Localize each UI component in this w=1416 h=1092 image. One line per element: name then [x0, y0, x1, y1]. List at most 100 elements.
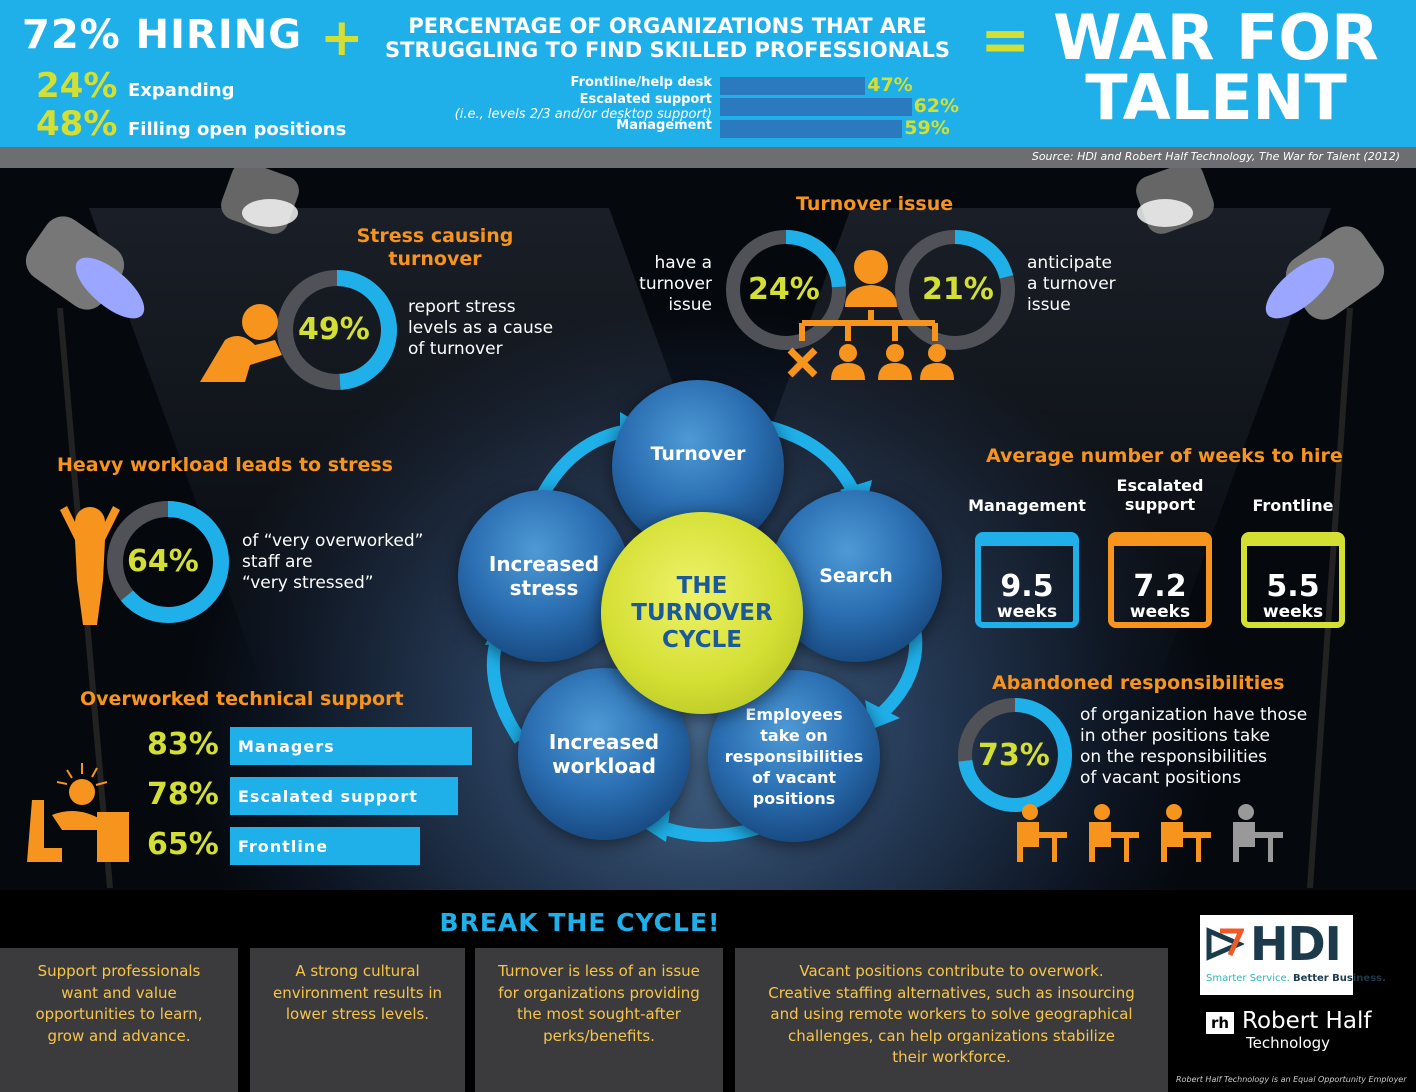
expanding-pct: 24%: [36, 66, 118, 106]
weeks-unit: weeks: [1129, 602, 1191, 622]
overworked-pct: 83%: [147, 727, 219, 762]
desc-line: report stress: [408, 297, 516, 317]
line: of vacant: [751, 767, 837, 787]
overwhelmed-person-icon: [60, 506, 120, 625]
tip-line: and using remote workers to solve geogra…: [770, 1005, 1133, 1023]
hdi-wordmark: HDI: [1250, 917, 1342, 971]
weeks-label: Frontline: [1252, 496, 1334, 515]
tip-line: environment results in: [273, 983, 442, 1002]
top-bar-value: 62%: [913, 95, 960, 117]
desc-line: on the responsibilities: [1080, 747, 1268, 767]
equals-sign: =: [980, 5, 1031, 75]
desc-line: of “very overworked”: [242, 531, 424, 551]
overworked-pct: 65%: [147, 827, 219, 862]
filling-label: Filling open positions: [128, 119, 347, 140]
line: TURNOVER: [631, 599, 773, 626]
tip-line: for organizations providing: [498, 983, 700, 1002]
tip-line: Support professionals: [37, 962, 201, 980]
spotlights: [25, 168, 1385, 888]
line: CYCLE: [662, 626, 742, 653]
line: Increased: [548, 730, 660, 754]
tip-box: Vacant positions contribute to overwork.…: [735, 948, 1168, 1092]
overworked-pct: 78%: [147, 777, 219, 812]
weeks-value: 9.5: [1000, 569, 1054, 604]
overworked-bar: Escalated support: [230, 777, 458, 815]
top-bar: [720, 98, 912, 116]
filling-pct: 48%: [36, 104, 118, 144]
desc-line: of organization have those: [1080, 705, 1308, 725]
worker-icon: [1089, 804, 1139, 862]
weeks-value: 7.2: [1133, 569, 1187, 604]
top-bar-value: 59%: [904, 117, 950, 139]
tip-line: want and value: [61, 983, 177, 1002]
desc-line: issue: [1027, 295, 1071, 315]
hdi-logo: HDI Smarter Service. Better Business.: [1200, 915, 1386, 995]
tip-line: Creative staffing alternatives, such as …: [768, 983, 1135, 1002]
workload-desc: of “very overworked”staff are“very stres…: [242, 531, 423, 594]
top-bar: [720, 77, 866, 95]
tip-line: lower stress levels.: [285, 1005, 430, 1023]
stress-donut-arc: [277, 270, 397, 390]
tip-line: challenges, can help organizations stabi…: [788, 1026, 1115, 1045]
desc-line: turnover: [639, 274, 712, 294]
tip-line: Turnover is less of an issue: [498, 962, 700, 980]
tip-line: A strong cultural: [295, 962, 420, 980]
bar-label: Management: [616, 118, 712, 133]
desc-line: anticipate: [1027, 253, 1112, 273]
tip-line: their workforce.: [892, 1048, 1011, 1066]
tip-box: A strong cultural environment results in l…: [250, 948, 465, 1092]
overworked-bar: Managers: [230, 727, 473, 765]
overworked-bar: Frontline: [230, 827, 420, 865]
top-bar-label: Frontline/help desk: [571, 75, 712, 90]
line: positions: [752, 788, 836, 808]
line: workload: [552, 754, 656, 778]
top-bar-label: Escalated support(i.e., levels 2/3 and/o…: [455, 92, 712, 122]
worker-icon: [1017, 804, 1067, 862]
line: Increased: [488, 552, 600, 576]
break-cycle-title: BREAK THE CYCLE!: [439, 908, 721, 937]
desc-line: of vacant positions: [1080, 768, 1242, 788]
struggle-title-line: PERCENTAGE OF ORGANIZATIONS THAT ARE: [408, 14, 927, 38]
top-bar-label: Management: [616, 118, 712, 133]
frustrated-worker-icon: [27, 763, 129, 862]
expanding-label: Expanding: [128, 80, 235, 101]
tip-box: Turnover is less of an issue for organiza…: [475, 948, 723, 1092]
desc-line: a turnover: [1027, 274, 1116, 294]
struggle-title: PERCENTAGE OF ORGANIZATIONS THAT ARE STR…: [370, 14, 965, 62]
weeks-label: Management: [968, 496, 1086, 515]
turnover-left-donut-arc: [726, 230, 846, 350]
stress-pct: 49%: [298, 312, 370, 347]
turnover-right-pct: 21%: [922, 272, 994, 307]
line: responsibilities: [724, 746, 864, 766]
weeks-label: Escalated support: [1116, 476, 1204, 514]
desc-line: issue: [668, 295, 712, 315]
title-line: Stress causing: [356, 225, 514, 247]
bar-label: Escalated support: [579, 92, 712, 107]
line: Employees: [745, 704, 843, 724]
workload-donut-arc: [107, 501, 229, 623]
weeks-unit: weeks: [996, 602, 1058, 622]
plus-sign: +: [320, 8, 364, 68]
workload-title: Heavy workload leads to stress: [57, 454, 393, 476]
bar-label: Frontline/help desk: [570, 75, 712, 90]
desc-line: staff are: [242, 552, 313, 572]
war-line: WAR FOR: [1053, 1, 1379, 74]
turnover-left-pct: 24%: [748, 272, 820, 307]
overworked-title: Overworked technical support: [80, 688, 404, 710]
org-chart-icon: [787, 250, 954, 380]
desc-line: “very stressed”: [242, 573, 374, 593]
line: take on: [760, 725, 828, 745]
source-bar: [0, 147, 1416, 168]
vacant-worker-icon: [1233, 804, 1283, 862]
